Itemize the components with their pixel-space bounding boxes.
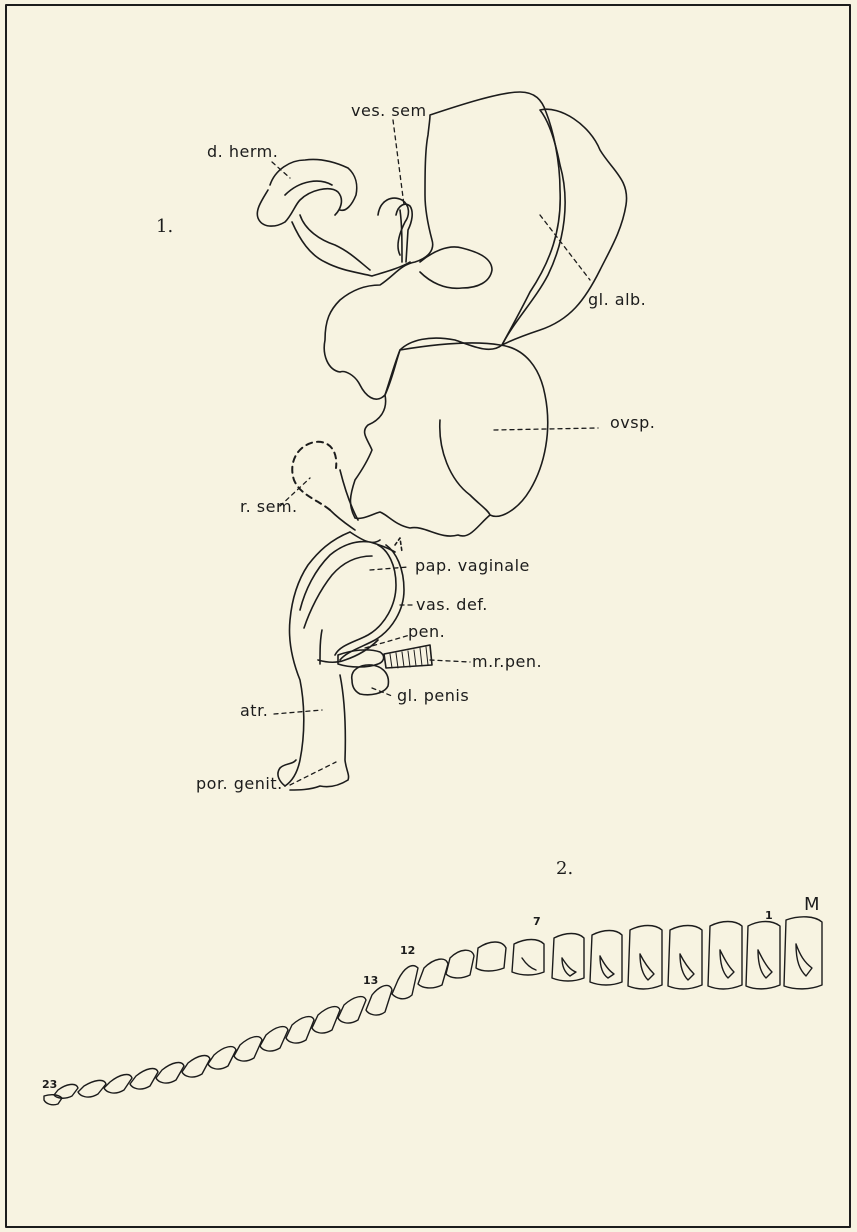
- ovispermatoduct-inner: [440, 420, 490, 515]
- retractor-hatching: [390, 647, 428, 668]
- upper-mass-outline: [324, 92, 560, 399]
- ovispermatoduct-outline: [350, 343, 547, 536]
- label-atr: atr.: [240, 701, 268, 720]
- label-vas-def: vas. def.: [416, 595, 488, 614]
- hermaphrodite-duct: [257, 159, 410, 276]
- label-d-herm: d. herm.: [207, 142, 278, 161]
- figure-2-number: 2.: [556, 858, 573, 879]
- central-teeth: [512, 917, 822, 989]
- figure-2-radula: [44, 917, 822, 1105]
- tooth-number-12: 12: [400, 944, 415, 957]
- label-por-genit: por. genit.: [196, 774, 283, 793]
- receptaculum-seminis: [292, 442, 336, 510]
- tooth-label-m: M: [804, 894, 820, 915]
- plate-border: [6, 5, 850, 1227]
- label-m-r-pen: m.r.pen.: [472, 652, 542, 671]
- inner-lobe: [420, 247, 492, 288]
- duct-loop: [378, 198, 408, 255]
- label-r-sem: r. sem.: [240, 497, 298, 516]
- tooth-number-7: 7: [533, 915, 541, 928]
- tooth-number-23: 23: [42, 1078, 57, 1091]
- tooth-number-1: 1: [765, 909, 773, 922]
- label-ovsp: ovsp.: [610, 413, 655, 432]
- label-pen: pen.: [408, 622, 445, 641]
- label-ves-sem: ves. sem: [351, 101, 427, 120]
- glans-penis: [352, 665, 389, 695]
- vas-deferens-top: [395, 538, 402, 552]
- label-gl-penis: gl. penis: [397, 686, 469, 705]
- tooth-number-13: 13: [363, 974, 378, 987]
- label-gl-alb: gl. alb.: [588, 290, 646, 309]
- label-pap-vaginale: pap. vaginale: [415, 556, 530, 575]
- rs-duct: [330, 470, 358, 530]
- figure-1-number: 1.: [156, 216, 173, 237]
- vas-deferens: [335, 545, 404, 660]
- marginal-teeth: [44, 942, 506, 1105]
